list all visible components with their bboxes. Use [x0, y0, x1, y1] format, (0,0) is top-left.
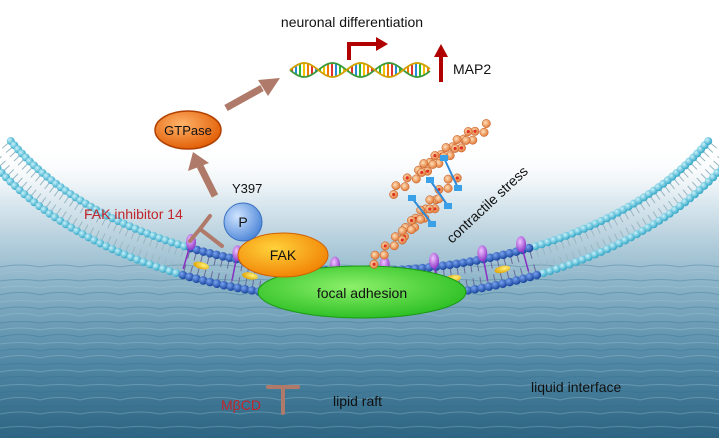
- y397-label: Y397: [232, 181, 262, 196]
- arrow-p-to-gtpase: [188, 152, 219, 198]
- fak-shape: [237, 232, 329, 278]
- map2-label: MAP2: [453, 61, 491, 77]
- mbcd-t-symbol: [266, 385, 300, 415]
- transcription-arrow-icon: [347, 37, 388, 60]
- fak-inhibitor-label: FAK inhibitor 14: [84, 206, 183, 222]
- phospho-label: P: [238, 214, 247, 230]
- neuronal-differentiation-label: neuronal differentiation: [281, 14, 423, 30]
- actin-stress-fibers: [369, 119, 491, 269]
- map2-upregulation-arrow-icon: [434, 44, 448, 82]
- water-waves: [0, 258, 719, 436]
- liquid-interface-label: liquid interface: [531, 379, 621, 395]
- phospho-circle: [223, 202, 263, 242]
- focal-adhesion-shape: [257, 265, 467, 319]
- focal-adhesion-label: focal adhesion: [317, 285, 407, 301]
- gtpase-label: GTPase: [164, 123, 212, 138]
- lipid-bilayer-membrane: [0, 137, 719, 278]
- mbcd-label: MβCD: [221, 397, 261, 413]
- water-fade: [0, 140, 719, 200]
- gtpase-shape: [154, 110, 222, 150]
- fak-inhibitor-t-symbol: [188, 214, 224, 248]
- arrow-gtpase-to-dna: [224, 78, 280, 112]
- lipid-raft-label: lipid raft: [333, 393, 382, 409]
- fak-label: FAK: [270, 247, 297, 263]
- dna-helix: [289, 62, 431, 78]
